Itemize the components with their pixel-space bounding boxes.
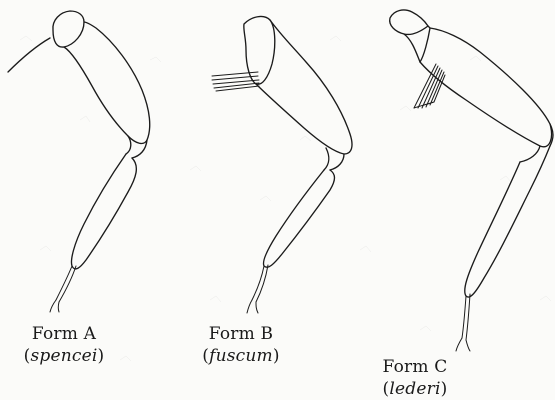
caption-c-species: lederi <box>389 379 440 399</box>
leg-a-tibia <box>72 154 137 269</box>
leg-c-knee <box>520 124 553 162</box>
leg-b-femur <box>256 20 352 154</box>
leg-c-coxa <box>404 26 430 62</box>
leg-figure-c <box>390 10 553 351</box>
caption-b-species-line: (fuscum) <box>196 345 286 367</box>
leg-b-knee <box>324 148 344 170</box>
leg-c-tarsus <box>462 294 470 340</box>
caption-a-form: Form A <box>18 323 110 345</box>
leg-a-knee <box>126 136 147 158</box>
leg-c-tibia <box>465 146 550 297</box>
caption-form-b: Form B (fuscum) <box>196 323 286 367</box>
leg-a-claws <box>50 300 59 312</box>
leg-c-claws <box>456 338 470 351</box>
leg-a-coxa <box>53 11 84 47</box>
leg-b-claws <box>247 300 258 313</box>
leg-b-bristle-tuft <box>212 72 259 91</box>
leg-figure-b <box>212 17 352 313</box>
caption-form-c: Form C (lederi) <box>370 356 460 400</box>
leg-a-tarsus <box>56 266 76 302</box>
leg-c-bristle-fan <box>414 64 445 108</box>
caption-b-form: Form B <box>196 323 286 345</box>
caption-c-species-line: (lederi) <box>370 378 460 400</box>
caption-form-a: Form A (spencei) <box>18 323 110 367</box>
caption-c-form: Form C <box>370 356 460 378</box>
caption-a-species: spencei <box>30 346 97 366</box>
leg-b-tarsus <box>252 265 268 302</box>
caption-b-species: fuscum <box>209 346 273 366</box>
leg-b-coxa <box>244 17 275 85</box>
caption-a-species-line: (spencei) <box>18 345 110 367</box>
leg-c-knob <box>390 10 428 35</box>
leg-b-tibia <box>264 170 335 267</box>
leg-a-bristle <box>8 38 50 72</box>
leg-figure-a <box>8 11 150 312</box>
